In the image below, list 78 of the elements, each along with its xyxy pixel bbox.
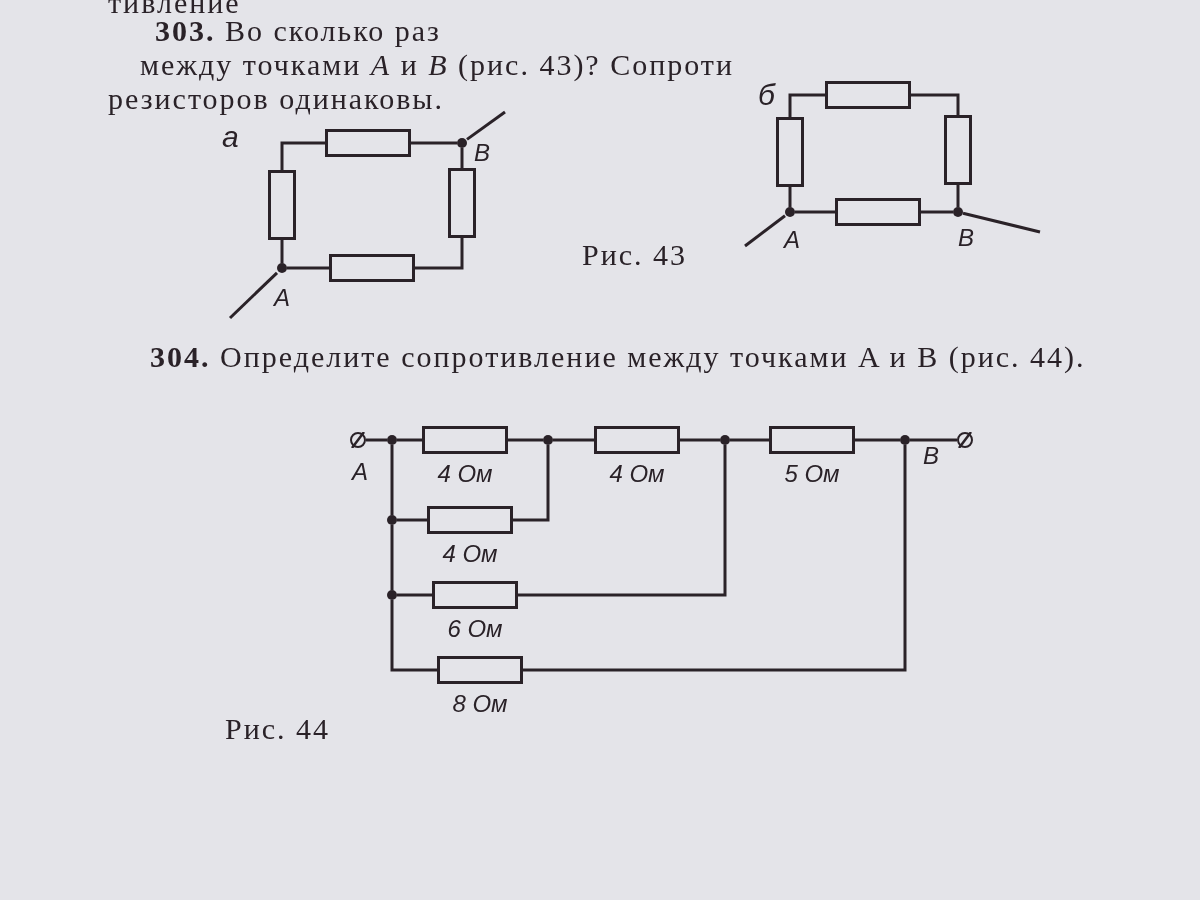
terminal-symbol <box>350 432 366 448</box>
junction-dot <box>387 590 397 600</box>
resistor-symbol <box>329 254 415 282</box>
figure-letter: б <box>758 78 777 113</box>
wire <box>553 438 594 442</box>
wire <box>390 600 437 672</box>
junction-dot <box>457 138 467 148</box>
wire <box>460 148 464 168</box>
wire <box>911 93 960 115</box>
wire <box>680 438 720 442</box>
wire <box>788 187 792 207</box>
point-label: B <box>923 444 939 468</box>
terminal-symbol <box>957 432 973 448</box>
resistance-label: 4 Ом <box>442 542 498 566</box>
resistor-symbol <box>944 115 972 185</box>
wire <box>366 438 387 442</box>
wire <box>962 211 1041 234</box>
wire <box>397 593 432 597</box>
junction-dot <box>953 207 963 217</box>
resistor-symbol <box>268 170 296 240</box>
junction-dot <box>720 435 730 445</box>
wire <box>415 238 464 270</box>
point-label: A <box>352 460 368 484</box>
wire <box>508 438 543 442</box>
junction-dot <box>900 435 910 445</box>
wire <box>513 445 550 522</box>
problem-text: между точками A и B (рис. 43)? Сопроти <box>140 48 734 83</box>
resistor-symbol <box>437 656 523 684</box>
wire <box>518 445 727 597</box>
resistance-label: 8 Ом <box>452 692 508 716</box>
wire <box>744 214 786 248</box>
wire <box>730 438 769 442</box>
point-label: A <box>784 228 800 252</box>
wire <box>287 266 329 270</box>
wire <box>795 210 835 214</box>
figure-letter: а <box>222 120 241 155</box>
junction-dot <box>387 515 397 525</box>
resistor-symbol <box>325 129 411 157</box>
wire <box>788 93 825 117</box>
junction-dot <box>387 435 397 445</box>
junction-dot <box>543 435 553 445</box>
junction-dot <box>277 263 287 273</box>
resistance-label: 6 Ом <box>447 617 503 641</box>
figure-caption: Рис. 43 <box>582 238 688 273</box>
resistance-label: 4 Ом <box>437 462 493 486</box>
point-label: B <box>474 141 490 165</box>
resistance-label: 4 Ом <box>609 462 665 486</box>
resistor-symbol <box>448 168 476 238</box>
resistor-symbol <box>776 117 804 187</box>
problem-text: 303. Во сколько раз <box>155 14 441 49</box>
resistor-symbol <box>835 198 921 226</box>
resistance-label: 5 Ом <box>784 462 840 486</box>
wire <box>397 518 427 522</box>
wire <box>466 110 506 141</box>
resistor-symbol <box>422 426 508 454</box>
wire <box>228 271 279 320</box>
figure-caption: Рис. 44 <box>225 712 331 747</box>
resistor-symbol <box>427 506 513 534</box>
problem-text: 304. Определите сопротивление между точками A и B (рис. 44). <box>149 340 1087 375</box>
wire <box>280 141 325 170</box>
resistor-symbol <box>594 426 680 454</box>
wire <box>390 445 394 515</box>
wire <box>910 438 957 442</box>
wire <box>280 240 284 263</box>
wire <box>397 438 422 442</box>
wire <box>855 438 900 442</box>
wire <box>411 141 457 145</box>
point-label: B <box>958 226 974 250</box>
resistor-symbol <box>432 581 518 609</box>
resistor-symbol <box>769 426 855 454</box>
junction-dot <box>785 207 795 217</box>
point-label: A <box>274 286 290 310</box>
wire <box>390 525 394 590</box>
wire <box>523 445 907 672</box>
resistor-symbol <box>825 81 911 109</box>
wire <box>956 185 960 207</box>
wire <box>921 210 953 214</box>
problem-text: резисторов одинаковы. <box>108 82 444 117</box>
